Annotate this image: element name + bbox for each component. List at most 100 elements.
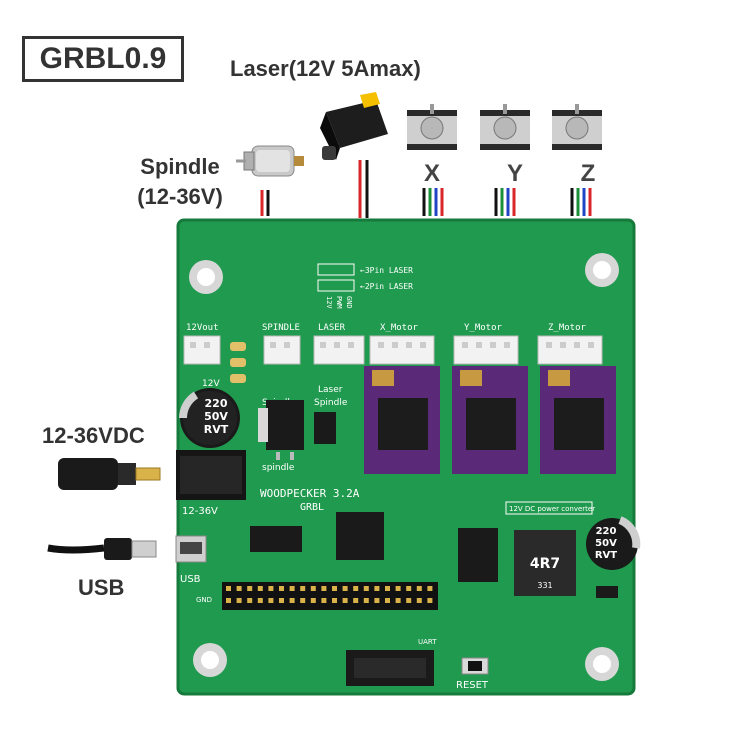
header-pin — [416, 586, 422, 591]
connector-spindle — [263, 335, 301, 365]
spindle-label-line2: (12-36V) — [137, 184, 223, 209]
page-title: GRBL0.9 — [22, 36, 184, 82]
diode — [596, 586, 618, 598]
usb-cable-illustration — [47, 538, 157, 560]
connector-y-motor — [453, 335, 519, 365]
connector-z-motor — [537, 335, 603, 365]
pin-gnd-label: GND — [345, 296, 353, 309]
uart-header — [346, 650, 434, 686]
header-pin — [385, 598, 390, 603]
connector-12vout — [183, 335, 221, 365]
header-laser-label: LASER — [318, 323, 346, 333]
stepper-motor-z — [552, 104, 602, 150]
stepper-driver-x — [364, 366, 440, 474]
header-pin — [279, 598, 284, 603]
header-pin — [257, 586, 263, 591]
pin-12v-label: 12V — [325, 296, 333, 309]
laser-wires — [358, 160, 369, 218]
silk-reset: RESET — [456, 680, 489, 691]
cap-right-line3: RVT — [595, 550, 617, 561]
header-pin — [289, 598, 295, 603]
silk-spindle-small: spindle — [262, 463, 295, 473]
silk-spindle-2: Spindle — [314, 398, 348, 408]
silk-gnd: GND — [196, 596, 212, 604]
cap-left-line2: 50V — [204, 410, 228, 423]
header-pin — [332, 586, 337, 591]
dc-jack — [176, 450, 246, 500]
header-pin — [332, 598, 337, 603]
header-pin — [247, 598, 253, 603]
stepper-motor-x — [407, 104, 457, 150]
silk-dc-in: 12-36V — [182, 506, 218, 517]
spindle-label-line1: Spindle — [140, 154, 220, 179]
header-pin — [236, 586, 242, 591]
small-capacitors — [230, 342, 246, 383]
pin-pwm-label: PWM — [335, 296, 343, 309]
header-pin — [247, 586, 253, 591]
header-pin — [342, 586, 348, 591]
header-pin — [310, 586, 316, 591]
pin-header — [222, 582, 438, 610]
silk-laser: Laser — [318, 385, 343, 395]
header-pin — [353, 586, 359, 591]
header-pin — [226, 586, 231, 591]
converter-box — [505, 501, 593, 515]
header-pin — [363, 586, 369, 591]
small-ic — [314, 412, 336, 444]
stepper-wires-x — [422, 188, 444, 216]
cap-left-line1: 220 — [205, 397, 228, 410]
connector-x-motor — [369, 335, 435, 365]
header-pin — [427, 586, 433, 591]
cap-right-line2: 50V — [595, 538, 617, 549]
laser-label: Laser(12V 5Amax) — [230, 56, 421, 81]
reset-button — [461, 657, 489, 675]
header-pin — [353, 598, 359, 603]
header-pin — [257, 598, 263, 603]
spindle-wires — [260, 190, 270, 216]
header-pin — [321, 586, 327, 591]
power-label: 12-36VDC — [42, 423, 145, 448]
header-pin — [310, 598, 316, 603]
header-spindle-label: SPINDLE — [262, 323, 300, 333]
axis-label-x: X — [424, 160, 440, 187]
header-pin — [427, 598, 433, 603]
inductor-code: 331 — [537, 581, 552, 590]
header-z-motor-label: Z_Motor — [548, 323, 587, 333]
spindle-label: Spindle (12-36V) — [120, 152, 240, 212]
header-pin — [268, 586, 274, 591]
header-y-motor-label: Y_Motor — [464, 323, 503, 333]
header-pin — [268, 598, 274, 603]
header-pin — [226, 598, 231, 603]
laser-module-illustration — [320, 92, 388, 160]
header-pin — [300, 586, 306, 591]
stepper-wires-y — [494, 188, 516, 216]
power-inductor: 4R7 331 — [514, 530, 576, 596]
header-pin — [321, 598, 327, 603]
header-pin — [279, 586, 284, 591]
header-pin — [342, 598, 348, 603]
stepper-driver-y — [452, 366, 528, 474]
axis-label-y: Y — [507, 160, 523, 187]
header-pin — [406, 598, 412, 603]
mosfet — [258, 400, 304, 460]
stepper-motor-y — [480, 104, 530, 150]
header-x-motor-label: X_Motor — [380, 323, 419, 333]
usb-port — [175, 535, 207, 563]
header-pin — [385, 586, 390, 591]
header-pin — [363, 598, 369, 603]
electrolytic-capacitor-right: 220 50V RVT — [586, 516, 641, 570]
header-pin — [416, 598, 422, 603]
dc-power-plug-illustration — [58, 458, 161, 490]
spindle-motor-illustration — [236, 145, 304, 177]
connector-laser — [313, 335, 365, 365]
header-pin — [289, 586, 295, 591]
inductor-label: 4R7 — [530, 556, 560, 572]
header-pin — [300, 598, 306, 603]
silk-12v: 12V — [202, 379, 220, 389]
usb-label: USB — [78, 575, 125, 600]
laser-jumper-silk: ←3Pin LASER ←2Pin LASER 12V PWM GND — [317, 263, 413, 309]
regulator-ic — [458, 528, 498, 582]
cap-left-line3: RVT — [204, 423, 229, 436]
